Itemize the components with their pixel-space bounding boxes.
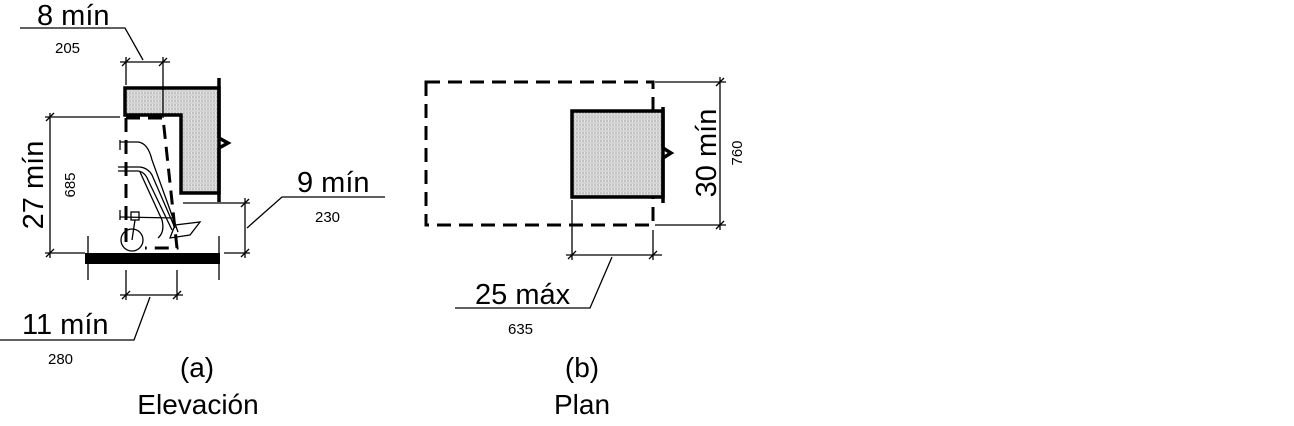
toe-depth-label: 8 mín	[37, 0, 110, 32]
toe-height-label: 9 mín	[297, 167, 370, 199]
knee-height-label: 27 mín	[18, 141, 50, 230]
plan-view: 30 mín 760 25 máx 635 (b) Plan	[424, 77, 746, 420]
depth-label: 25 máx	[475, 279, 571, 311]
wall-break-line	[217, 78, 232, 202]
dimension-toe-depth: 8 mín 205	[20, 0, 170, 118]
wheelchair-sketch	[118, 140, 202, 252]
dimension-knee-depth: 11 mín 280	[0, 270, 183, 368]
knee-depth-mm: 280	[48, 351, 73, 368]
width-mm: 760	[729, 140, 746, 165]
dimension-knee-height: 27 mín 685	[18, 112, 120, 258]
toe-depth-mm: 205	[55, 40, 80, 57]
depth-mm: 635	[508, 321, 533, 338]
plan-caption-letter: (b)	[565, 352, 599, 383]
counter-section	[123, 86, 221, 195]
dimension-toe-height: 9 mín 230	[183, 167, 385, 258]
knee-height-mm: 685	[62, 172, 79, 197]
toe-height-mm: 230	[315, 209, 340, 226]
floor	[85, 253, 220, 264]
elevation-caption: Elevación	[137, 389, 258, 420]
elevation-caption-letter: (a)	[180, 352, 214, 383]
width-label: 30 mín	[691, 109, 723, 198]
knee-depth-label: 11 mín	[22, 309, 109, 341]
knee-clearance-outline	[124, 116, 179, 250]
plan-caption: Plan	[554, 389, 610, 420]
counter-plan	[570, 109, 665, 199]
elevation-view: 8 mín 205 27 mín 685 9 mín 230	[0, 0, 385, 420]
wall-break-line	[661, 107, 675, 203]
dimension-depth: 25 máx 635	[455, 200, 662, 338]
dimension-width: 30 mín 760	[655, 77, 746, 230]
